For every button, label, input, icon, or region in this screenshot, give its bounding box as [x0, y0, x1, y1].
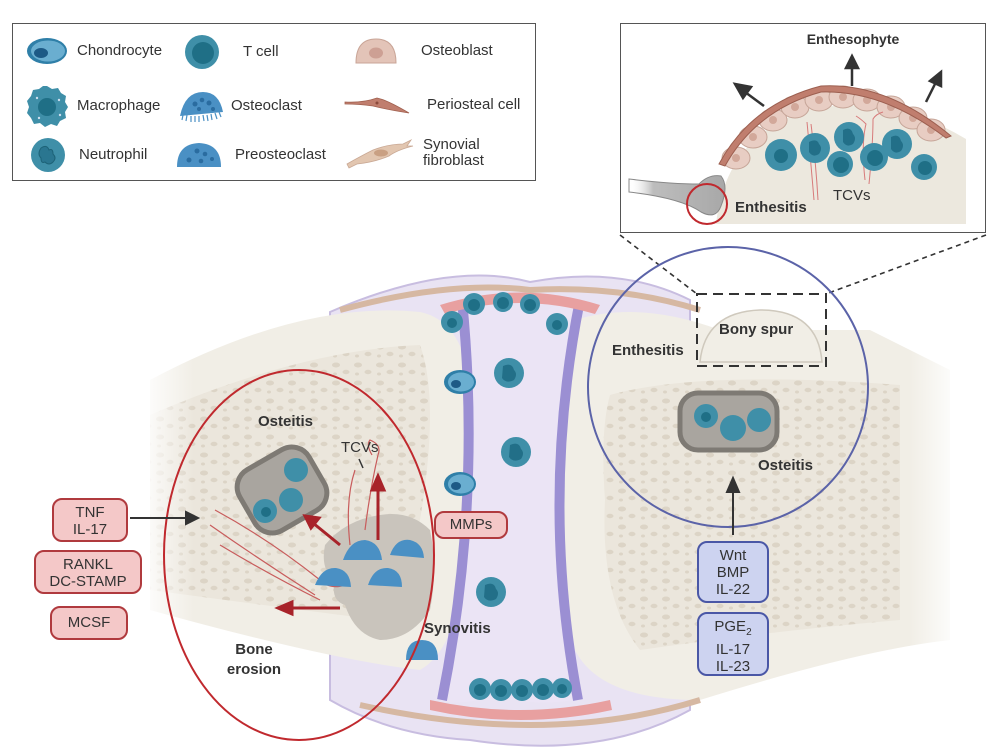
osteoblast-icon [355, 38, 397, 64]
factor-line: IL-17 [715, 641, 751, 658]
synovitis-label: Synovitis [424, 620, 491, 637]
cell-legend: Chondrocyte T cell Osteoblast Macrophage… [12, 23, 536, 181]
macrophage-icon [27, 86, 68, 127]
osteitis-right-cells [694, 404, 771, 441]
osteitis-right-label: Osteitis [758, 457, 813, 474]
legend-label: Osteoblast [421, 42, 493, 59]
factor-line: IL-23 [715, 658, 751, 675]
legend-label: Preosteoclast [235, 146, 326, 163]
inset-immune-cells [765, 122, 937, 180]
bone-erosion-label-2: erosion [227, 661, 281, 678]
preosteoclast-synovitis [406, 640, 438, 660]
t-cell-icon [185, 35, 219, 69]
osteoclast-cluster [315, 539, 424, 587]
preosteoclast-icon [177, 143, 221, 167]
bone-erosion-label-1: Bone [235, 641, 273, 658]
chondrocyte-icon [27, 38, 67, 64]
factor-subscript: 2 [746, 627, 752, 638]
erosion-focus-circle [163, 369, 435, 741]
bony-spur-label: Bony spur [719, 321, 793, 338]
enthesitis-circle [686, 183, 728, 225]
mmps-label: MMPs [449, 516, 493, 533]
inset-enthesitis-label: Enthesitis [735, 199, 807, 216]
legend-item-periosteal-cell: Periosteal cell [343, 94, 520, 116]
legend-item-chondrocyte: Chondrocyte [25, 36, 162, 66]
legend-item-osteoclast: Osteoclast [177, 88, 302, 124]
factor-line: IL-22 [715, 581, 751, 598]
factor-line: MCSF [67, 614, 111, 631]
osteitis-left-cells [253, 458, 308, 523]
legend-label: Periosteal cell [427, 96, 521, 113]
osteitis-left-label: Osteitis [258, 413, 313, 430]
signal-arrows [130, 475, 741, 535]
legend-item-neutrophil: Neutrophil [29, 136, 147, 174]
legend-label: Neutrophil [79, 146, 148, 163]
synovial-cavity [440, 300, 580, 703]
factor-text: PGE [714, 618, 747, 635]
legend-label: T cell [243, 43, 279, 60]
inset-illustration: Enthesophyte Enthesitis TCVs [628, 31, 966, 225]
factor-line-pge2: PGE2 [699, 618, 767, 641]
growth-arrows [732, 53, 943, 108]
neutrophil-icon [31, 138, 65, 172]
enthesitis-focus-circle [587, 246, 869, 528]
legend-label: Macrophage [77, 97, 161, 114]
tcvs-left-label: TCVs [341, 439, 379, 456]
legend-label: Chondrocyte [77, 42, 163, 59]
factor-box-tnf-il17: TNF IL-17 [52, 498, 128, 542]
factor-line: DC-STAMP [49, 573, 127, 590]
bony-spur [699, 309, 823, 363]
zoom-region-box [696, 293, 827, 367]
factor-line: TNF [75, 504, 105, 521]
factor-line: BMP [716, 564, 750, 581]
zoom-connector-lines [619, 234, 987, 295]
erosion-arrows [274, 472, 387, 617]
mmps-badge: MMPs [434, 511, 508, 539]
enthesophyte-label: Enthesophyte [807, 31, 900, 47]
left-cartilage-synovium [437, 299, 474, 701]
legend-item-t-cell: T cell [183, 33, 279, 71]
legend-item-macrophage: Macrophage [25, 84, 160, 128]
factor-line: RANKL [62, 556, 114, 573]
periosteal-layer [718, 85, 952, 167]
synovial-fibroblast-band-top [339, 284, 701, 313]
factor-box-mcsf: MCSF [50, 606, 128, 640]
joint-cells [406, 292, 572, 701]
tcv-pointer-line [358, 458, 364, 469]
legend-item-osteoblast: Osteoblast [353, 36, 493, 66]
osteoclast-icon [180, 92, 223, 122]
legend-label: Osteoclast [231, 97, 302, 114]
legend-label-line2: fibroblast [423, 152, 484, 169]
inset-tcvs-label: TCVs [833, 187, 871, 204]
synovial-fibroblast-band-bottom [359, 697, 701, 729]
factor-line: IL-17 [72, 521, 108, 538]
periosteal-cell-icon [344, 97, 410, 114]
enthesophyte-inset: Enthesophyte Enthesitis TCVs [620, 23, 986, 233]
factor-box-wnt-bmp-il22: Wnt BMP IL-22 [697, 541, 769, 603]
right-cartilage-synovium [554, 299, 585, 701]
synovial-fibroblast-icon [346, 138, 414, 169]
factor-line: Wnt [719, 547, 747, 564]
lower-synovial-membrane [430, 700, 612, 720]
enthesitis-label: Enthesitis [612, 342, 684, 359]
legend-item-preosteoclast: Preosteoclast [175, 140, 326, 170]
legend-label-line1: Synovial [423, 136, 480, 153]
factor-box-pge2-il17-il23: PGE2 IL-17 IL-23 [697, 612, 769, 676]
factor-box-rankl-dcstamp: RANKL DC-STAMP [34, 550, 142, 594]
